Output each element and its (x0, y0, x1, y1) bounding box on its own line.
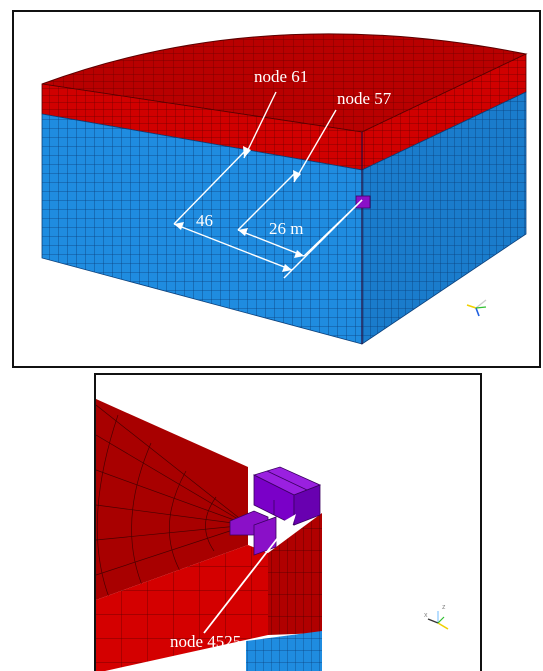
lower-layer-detail (246, 631, 322, 671)
upper-layer-front-detail (96, 545, 268, 671)
svg-text:x: x (424, 612, 428, 619)
label-node-b: node 57 (337, 89, 392, 108)
corner-detail-figure: node 4525 z x (96, 399, 449, 671)
model-overview-panel: node 61 node 57 46 26 m (12, 10, 541, 368)
axis-triad-icon (466, 299, 487, 317)
node-pointers (243, 91, 337, 183)
svg-text:z: z (442, 604, 446, 611)
top-surface-detail (96, 399, 248, 600)
highlighted-element (355, 195, 371, 209)
label-node-c: node 4525 (170, 632, 241, 651)
corner-detail-panel: node 4525 z x (94, 373, 482, 671)
model-overview-figure: node 61 node 57 46 26 m (41, 33, 528, 345)
top-surface (41, 33, 528, 133)
label-dim-a: 46 (196, 211, 213, 230)
axis-triad-icon: z x (424, 604, 449, 630)
label-dim-b: 26 m (269, 219, 303, 238)
dimension-lines (173, 149, 363, 279)
label-node-a: node 61 (254, 67, 308, 86)
upper-layer-side-detail (268, 513, 322, 635)
highlighted-element-detail (229, 466, 322, 556)
